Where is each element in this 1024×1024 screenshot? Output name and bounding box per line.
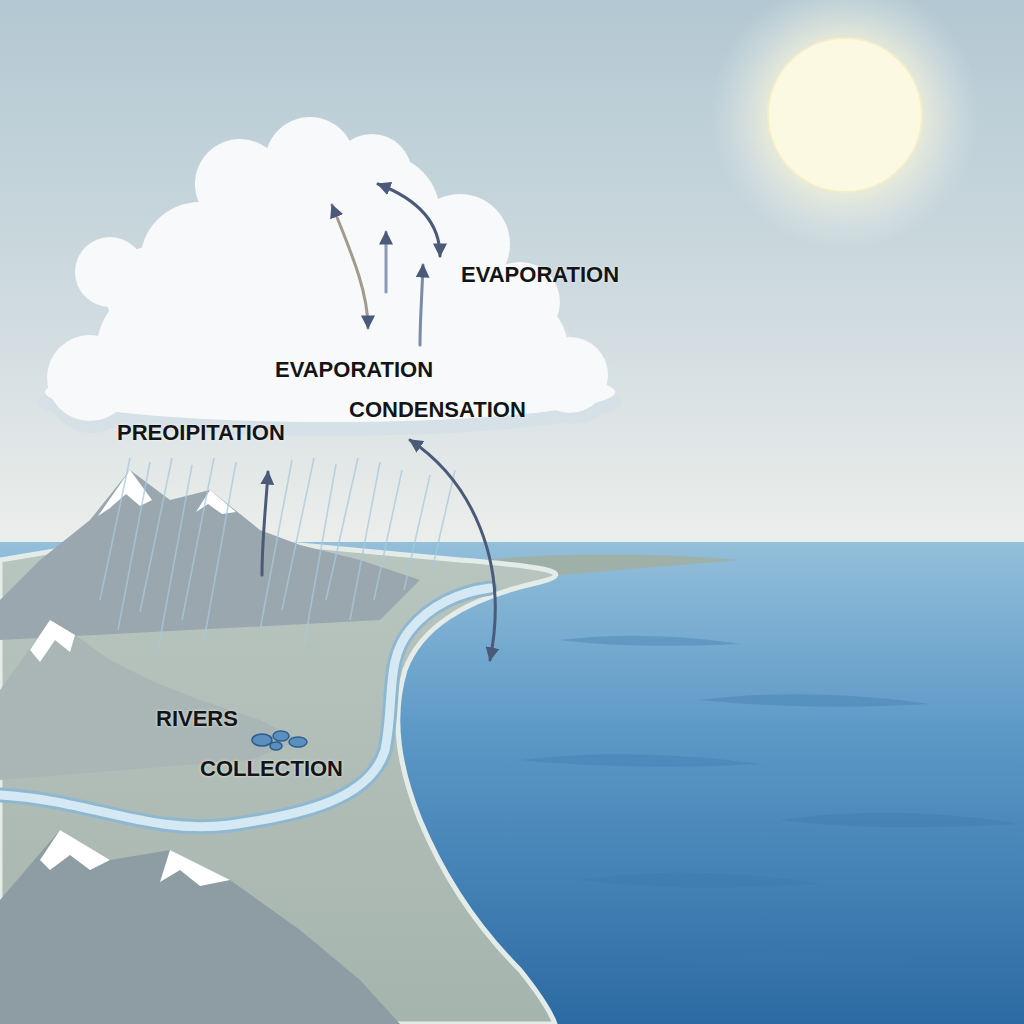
rain-streak: [432, 470, 455, 570]
river: [0, 588, 490, 827]
snow-cap: [160, 850, 230, 886]
rain-streak: [404, 475, 430, 590]
wave: [700, 694, 930, 706]
cycle-label: EVAPORATION: [461, 262, 619, 288]
cycle-label: EVAPORATION: [275, 357, 433, 383]
cycle-label: RIVERS: [156, 706, 238, 732]
cycle-label: CONDENSATION: [349, 397, 526, 423]
water-drop: [270, 742, 282, 750]
ocean-waves: [520, 636, 1020, 967]
rain-streak: [304, 464, 336, 645]
rain-streak: [204, 462, 236, 640]
wave: [580, 873, 820, 888]
cycle-arrow: [385, 232, 388, 292]
rain: [100, 458, 455, 650]
cycle-arrow: [420, 265, 423, 345]
rain-streak: [282, 458, 314, 610]
sun-glow: [710, 0, 980, 250]
snow-cap: [30, 620, 75, 662]
mountain-range: [0, 470, 420, 640]
water-drop: [289, 737, 307, 747]
rain-streak: [158, 465, 192, 650]
snow-cap: [40, 830, 110, 870]
collection-pool: [252, 731, 307, 750]
wave: [660, 951, 930, 967]
wave: [520, 754, 760, 766]
cycle-arrow: [332, 205, 368, 328]
cycle-label: COLLECTION: [200, 756, 343, 782]
cycle-arrow: [262, 472, 268, 575]
cycle-arrow: [410, 440, 495, 660]
cycle-label: PREOIPITATION: [117, 420, 285, 446]
river-bank: [0, 588, 490, 827]
rain-streak: [182, 458, 214, 620]
rain-streak: [374, 470, 402, 600]
mountain: [0, 830, 400, 1024]
wave: [560, 636, 740, 646]
water-drop: [252, 734, 272, 746]
sun: [768, 38, 922, 192]
wave: [780, 813, 1020, 828]
rain-streak: [140, 458, 172, 612]
rain-streak: [260, 460, 292, 630]
rain-streak: [100, 458, 130, 600]
water-drop: [273, 731, 289, 741]
rain-streak: [326, 458, 358, 600]
rain-streak: [118, 462, 150, 630]
